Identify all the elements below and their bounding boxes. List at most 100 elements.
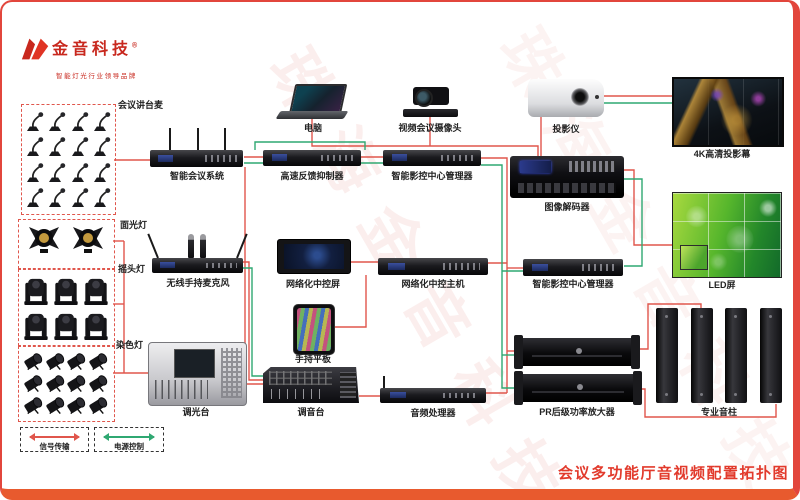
column-speaker-icon	[725, 308, 748, 403]
camera-lens	[415, 89, 433, 107]
column-speaker-icon	[759, 308, 782, 403]
mixer-label: 调音台	[297, 407, 325, 417]
gooseneck-mic-icon	[27, 137, 44, 157]
face-lights-box	[18, 219, 115, 269]
projector-device	[528, 79, 604, 117]
moving-head-icon	[84, 278, 108, 306]
antenna-icon	[224, 128, 227, 150]
power-arrow-icon	[103, 433, 155, 441]
moving-head-icon	[54, 278, 78, 306]
par-light-icon	[67, 353, 86, 371]
amp-groove	[532, 355, 622, 358]
feedback-suppressor-device	[263, 150, 361, 166]
image-decoder-device	[510, 156, 624, 198]
moving-head-icon	[24, 278, 48, 306]
column-speaker-icon	[656, 308, 678, 403]
legend-power-label: 电源控制	[114, 442, 144, 451]
brand-name: 金音科技®	[52, 41, 138, 58]
gooseneck-mic-icon	[71, 137, 88, 157]
decoder-screen	[520, 160, 552, 173]
amplifier-label: PR后级功率放大器	[539, 407, 615, 417]
av-manager2-device	[523, 259, 623, 276]
tablet-screen	[297, 308, 331, 351]
par-light-icon	[89, 397, 108, 415]
projection-screen-label: 4K高清投影幕	[693, 149, 751, 159]
par-light-icon	[67, 375, 86, 393]
wireless-mic-label: 无线手持麦克风	[166, 278, 230, 288]
moving-head-icon	[84, 313, 108, 341]
control-host-label: 网络化中控主机	[401, 279, 465, 289]
legend-signal: 信号传输	[20, 427, 89, 452]
feedback-suppressor-label: 高速反馈抑制器	[280, 171, 344, 181]
antenna-icon	[168, 128, 171, 150]
console-buttons	[220, 347, 243, 398]
computer-device	[275, 84, 349, 120]
camera-base	[403, 109, 458, 117]
gooseneck-mic-icon	[27, 112, 44, 131]
camera-label: 视频会议摄像头	[398, 123, 462, 133]
poster-title: 会议多功能厅音视频配置拓扑图	[558, 465, 790, 482]
fresnel-light-icon	[29, 227, 59, 253]
mixer-knobs	[268, 371, 333, 385]
projection-screen-device	[672, 77, 784, 147]
face-light-grid	[26, 224, 106, 262]
amp-logo-dot	[575, 347, 582, 354]
par-light-icon	[24, 353, 43, 371]
dimmer-console-label: 调光台	[182, 407, 210, 417]
control-screen-display	[284, 244, 344, 269]
antenna-icon	[383, 376, 386, 388]
av-manager1-device	[383, 150, 481, 166]
amplifier1-device	[514, 335, 640, 369]
moving-heads-label: 摇头灯	[118, 264, 146, 274]
par-light-icon	[89, 353, 108, 371]
conference-system-label: 智能会议系统	[169, 171, 225, 181]
legend-power: 电源控制	[94, 427, 164, 452]
gooseneck-mic-icon	[27, 188, 44, 207]
moving-heads-box	[18, 269, 115, 346]
par-light-icon	[24, 397, 43, 415]
amp-groove	[532, 391, 624, 394]
mixer-faders	[270, 389, 327, 400]
decoder-ports	[517, 183, 616, 194]
gooseneck-mic-icon	[49, 162, 66, 182]
led-panel	[680, 245, 708, 270]
gooseneck-mic-icon	[93, 188, 111, 207]
par-light-icon	[46, 397, 64, 415]
par-light-icon	[46, 353, 64, 371]
audio-processor-label: 音频处理器	[410, 408, 456, 418]
console-screen	[174, 348, 216, 378]
computer-label: 电脑	[303, 123, 323, 133]
gooseneck-mic-icon	[49, 112, 66, 131]
podium-mic-grid	[24, 110, 112, 210]
handheld-mic-icon	[188, 234, 195, 258]
gooseneck-mic-icon	[71, 112, 88, 131]
gooseneck-mic-icon	[93, 162, 111, 182]
gooseneck-mic-icon	[71, 188, 88, 207]
wireless-mic-device	[147, 233, 248, 273]
dimmer-console-device	[148, 342, 247, 406]
handheld-mic-icon	[200, 234, 207, 258]
speakers-label: 专业音柱	[700, 407, 738, 417]
laptop-keyboard	[275, 111, 349, 119]
audio-processor-device	[380, 376, 486, 403]
gooseneck-mic-icon	[27, 162, 44, 182]
column-speaker-grid	[656, 308, 782, 404]
image-decoder-label: 图像解码器	[544, 202, 590, 212]
par-light-icon	[24, 375, 43, 393]
control-host-device	[378, 258, 488, 275]
par-light-icon	[46, 375, 64, 393]
gooseneck-mic-icon	[93, 112, 111, 131]
wash-lights-label: 染色灯	[116, 340, 144, 350]
registered-mark: ®	[132, 42, 138, 50]
wash-lights-box	[18, 346, 115, 422]
wash-light-grid	[23, 350, 109, 416]
podium-mics-label: 会议讲台麦	[118, 100, 164, 110]
gooseneck-mic-icon	[49, 188, 66, 207]
gooseneck-mic-icon	[49, 137, 66, 157]
console-faders	[154, 379, 209, 400]
gooseneck-mic-icon	[93, 137, 111, 157]
par-light-icon	[67, 397, 86, 415]
led-screen-label: LED屏	[708, 280, 736, 290]
camera-device	[403, 85, 458, 118]
